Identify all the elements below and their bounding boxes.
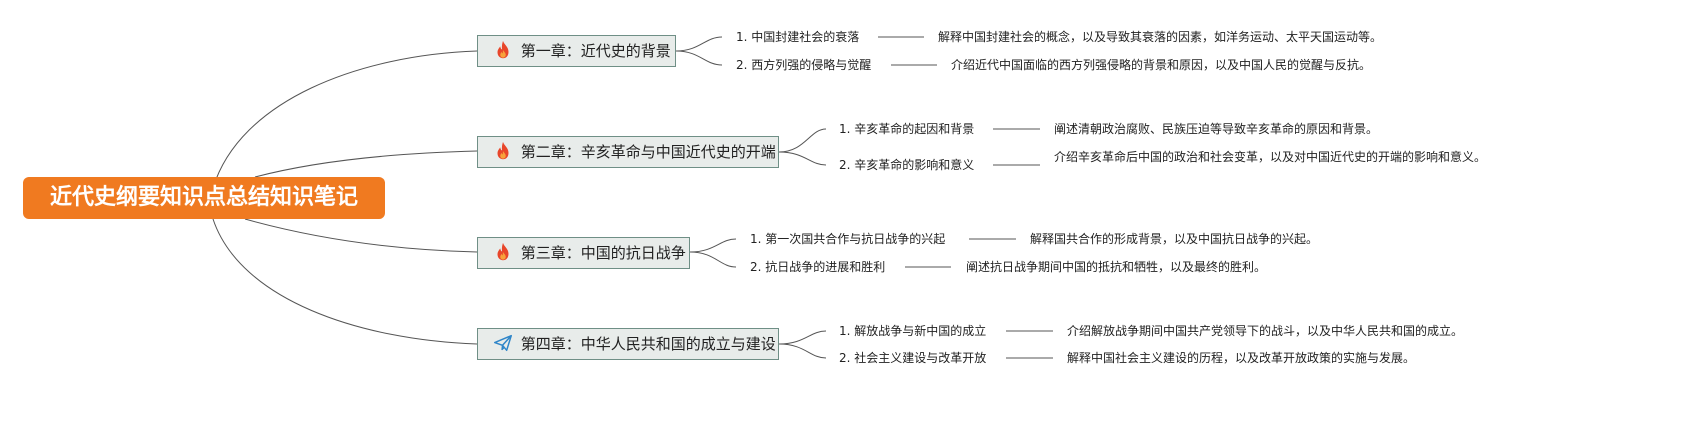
chapter-4-item-1-desc: 介绍解放战争期间中国共产党领导下的战斗，以及中华人民共和国的成立。 <box>1067 324 1464 338</box>
chapter-2-title: 第二章：辛亥革命与中国近代史的开端 <box>520 143 776 161</box>
chapter-1[interactable]: 第一章：近代史的背景 <box>477 35 676 67</box>
chapter-2-item-1-desc: 阐述清朝政治腐败、民族压迫等导致辛亥革命的原因和背景。 <box>1054 122 1379 136</box>
fire-icon <box>497 40 509 59</box>
chapter-2-item-1[interactable]: 1. 辛亥革命的起因和背景 <box>839 122 975 136</box>
chapter-4-item-2[interactable]: 2. 社会主义建设与改革开放 <box>839 351 987 365</box>
chapter-2-item-2[interactable]: 2. 辛亥革命的影响和意义 <box>839 158 975 172</box>
fire-icon <box>497 242 509 261</box>
chapter-3-item-2[interactable]: 2. 抗日战争的进展和胜利 <box>750 260 886 274</box>
chapter-1-item-1-desc: 解释中国封建社会的概念，以及导致其衰落的因素，如洋务运动、太平天国运动等。 <box>938 30 1383 44</box>
chapter-1-title: 第一章：近代史的背景 <box>520 42 671 60</box>
chapter-4[interactable]: 第四章：中华人民共和国的成立与建设 <box>477 328 779 360</box>
chapter-4-title: 第四章：中华人民共和国的成立与建设 <box>520 335 776 353</box>
chapter-4-item-1[interactable]: 1. 解放战争与新中国的成立 <box>839 324 987 338</box>
chapter-4-item-2-desc: 解释中国社会主义建设的历程，以及改革开放政策的实施与发展。 <box>1067 351 1416 365</box>
chapter-3-item-1[interactable]: 1. 第一次国共合作与抗日战争的兴起 <box>750 232 946 246</box>
chapter-3-title: 第三章：中国的抗日战争 <box>520 244 686 262</box>
chapter-3-item-1-desc: 解释国共合作的形成背景，以及中国抗日战争的兴起。 <box>1030 232 1319 246</box>
chapter-1-item-2[interactable]: 2. 西方列强的侵略与觉醒 <box>736 58 872 72</box>
chapter-1-item-1[interactable]: 1. 中国封建社会的衰落 <box>736 30 860 44</box>
paper-plane-icon <box>494 334 512 352</box>
chapter-1-item-2-desc: 介绍近代中国面临的西方列强侵略的背景和原因，以及中国人民的觉醒与反抗。 <box>951 58 1372 72</box>
chapter-2[interactable]: 第二章：辛亥革命与中国近代史的开端 <box>477 136 779 168</box>
fire-icon <box>497 141 509 160</box>
chapter-2-item-2-desc: 介绍辛亥革命后中国的政治和社会变革，以及对中国近代史的开端的影响和意义。 <box>1054 150 1487 164</box>
chapter-3-item-2-desc: 阐述抗日战争期间中国的抵抗和牺牲，以及最终的胜利。 <box>966 260 1267 274</box>
chapter-3[interactable]: 第三章：中国的抗日战争 <box>477 237 690 269</box>
root-topic[interactable]: 近代史纲要知识点总结知识笔记 <box>23 177 385 219</box>
